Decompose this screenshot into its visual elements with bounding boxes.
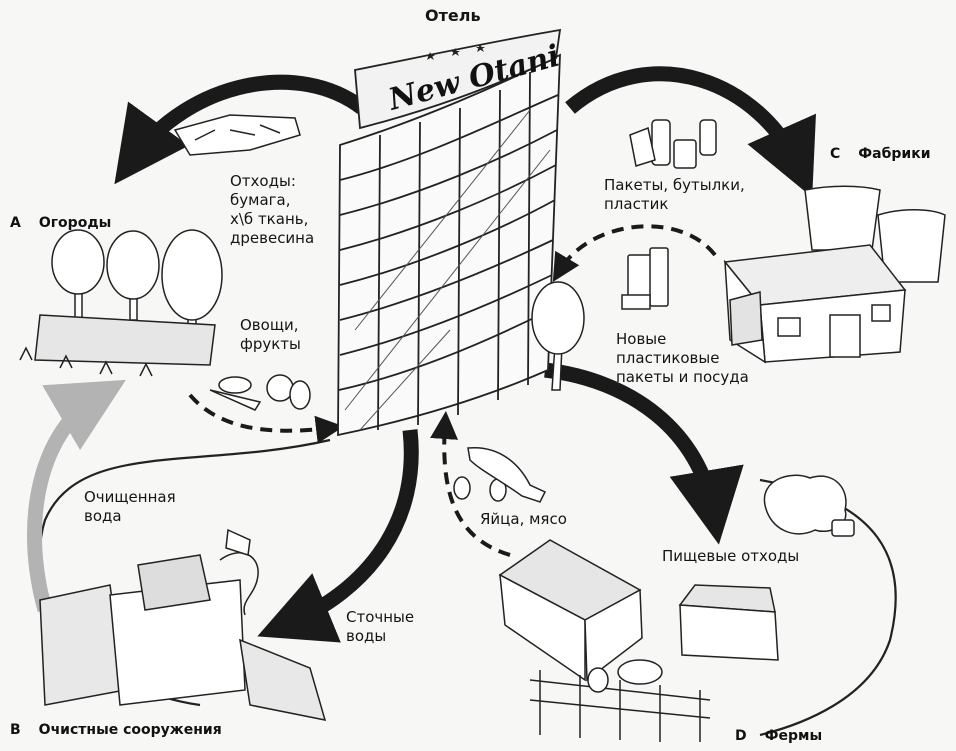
label-waste-paper: Отходы: бумага, х\б ткань, древесина (230, 172, 315, 247)
arrow-hotel-to-farms (544, 362, 744, 545)
new-bags-illustration (621, 247, 669, 310)
node-a-letter: A (10, 215, 21, 231)
arrow-hotel-to-factories (565, 66, 816, 198)
node-d-letter: D (735, 728, 747, 744)
vegetables-illustration (209, 374, 311, 411)
node-c-name: Фабрики (858, 146, 931, 162)
bottles-illustration (629, 119, 717, 169)
label-sewage: Сточные воды (346, 608, 415, 645)
label-eggs-meat: Яйца, мясо (480, 510, 567, 528)
farm-illustration (498, 539, 779, 742)
waste-paper-illustration (173, 114, 301, 156)
factory-illustration (723, 185, 946, 364)
label-bags-bottles: Пакеты, бутылки, пластик (604, 176, 745, 213)
hotel-building (337, 28, 562, 437)
gardens-illustration (19, 229, 223, 377)
arrow-clean-water (27, 379, 126, 613)
arrow-plastic-to-hotel (552, 224, 717, 282)
node-b-letter: B (10, 722, 21, 738)
food-waste-illustration (763, 474, 855, 537)
node-c-factories: C Фабрики (830, 146, 931, 162)
node-d-name: Фермы (764, 728, 823, 744)
node-d-farms: D Фермы (735, 728, 822, 744)
arrow-hotel-to-gardens (114, 74, 367, 185)
label-clean-water: Очищенная вода (84, 488, 176, 525)
node-a-name: Огороды (38, 215, 112, 231)
arrow-hotel-to-treatment (257, 429, 419, 643)
arrow-vegetables-to-hotel (188, 393, 344, 444)
node-b-name: Очистные сооружения (38, 722, 222, 738)
tree-illustration (531, 281, 585, 391)
treatment-plant-illustration (39, 528, 327, 721)
hotel-label: Отель (425, 6, 481, 25)
label-food-waste: Пищевые отходы (662, 547, 800, 565)
arrow-farm-to-hotel (430, 411, 511, 557)
node-a-gardens: A Огороды (10, 215, 111, 231)
label-vegetables: Овощи, фрукты (240, 316, 301, 353)
node-b-treatment: B Очистные сооружения (10, 722, 222, 738)
label-new-plastic: Новые пластиковые пакеты и посуда (616, 330, 749, 386)
eggs-meat-illustration (453, 447, 547, 503)
node-c-letter: C (830, 146, 841, 162)
